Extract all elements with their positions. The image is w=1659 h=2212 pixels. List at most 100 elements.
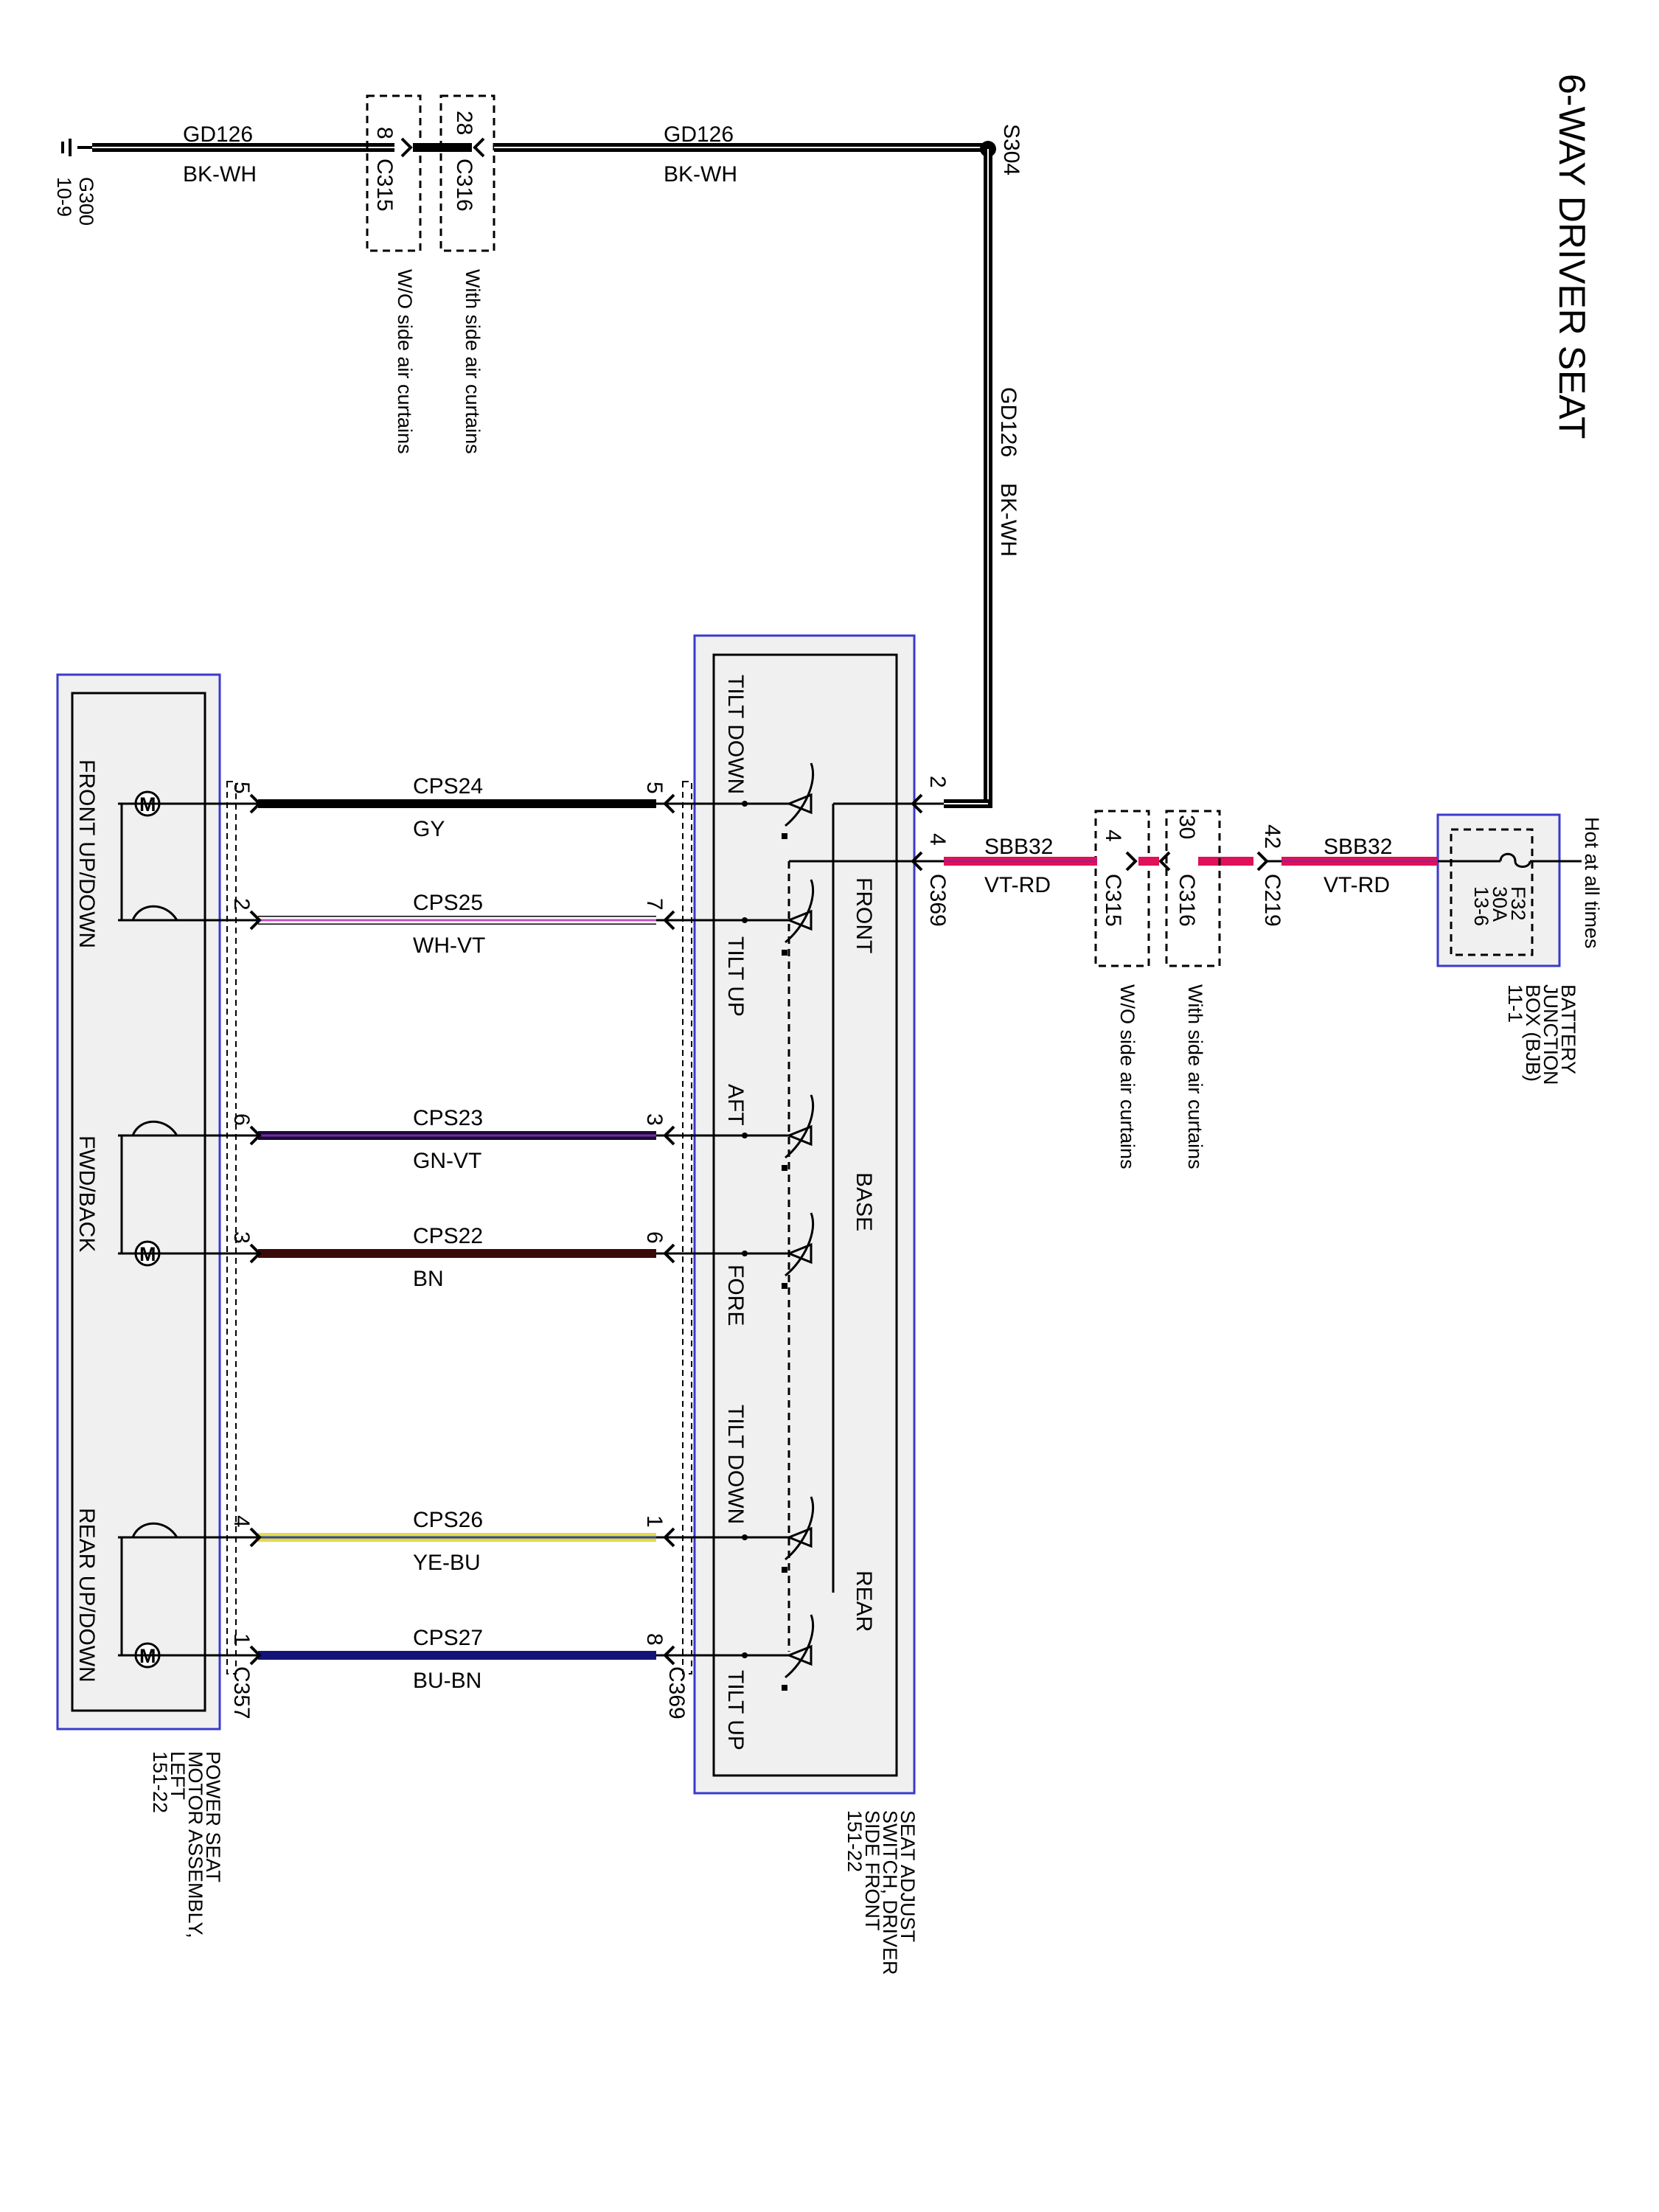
splice-name: S304 bbox=[999, 124, 1023, 175]
feed-circuit-label-2: SBB32 bbox=[984, 835, 1053, 859]
bjb-line-3: BOX (BJB) bbox=[1522, 984, 1544, 1082]
switch-connector-name: C369 bbox=[925, 874, 950, 927]
breaker-icon bbox=[131, 1522, 178, 1538]
seat-adjust-switch: 2 4 C369 TILT DOWN TILT UP AFT FORE TILT… bbox=[693, 634, 950, 1975]
c315-feed-box bbox=[1094, 810, 1150, 967]
bjb-fuse-box bbox=[1450, 828, 1534, 956]
feed-circuit-label: SBB32 bbox=[1324, 835, 1392, 859]
ground-page: 10-9 bbox=[53, 177, 75, 217]
c315-feed-note: W/O side air curtains bbox=[1116, 984, 1138, 1169]
ground-circuit-label-2: GD126 bbox=[664, 122, 734, 147]
switch-name-3: SIDE FRONT bbox=[861, 1810, 883, 1931]
motor-name-2: MOTOR ASSEMBLY, bbox=[184, 1751, 206, 1938]
c316-feed-note: With side air curtains bbox=[1184, 984, 1206, 1169]
ground-vertical-color: BK-WH bbox=[996, 483, 1020, 557]
feed-color-label-2: VT-RD bbox=[984, 873, 1051, 897]
switch-pin-icon bbox=[663, 1527, 675, 1548]
c315-top-name: C315 bbox=[372, 159, 397, 212]
bjb-line-1: BATTERY bbox=[1557, 984, 1579, 1074]
motor-label-fwd-back: FWD/BACK bbox=[74, 1135, 99, 1252]
breaker-icon bbox=[131, 1120, 178, 1136]
motor-pin-icon bbox=[249, 793, 262, 814]
wire-color-label: YE-BU bbox=[413, 1551, 481, 1575]
c316-top-name: C316 bbox=[452, 159, 476, 212]
c316-feed-name: C316 bbox=[1175, 874, 1199, 927]
c315-top-pin: 8 bbox=[372, 127, 397, 139]
c369-outline bbox=[682, 781, 692, 1674]
motor-pin-number: 6 bbox=[229, 1113, 254, 1126]
switch-pin-number: 7 bbox=[642, 898, 667, 911]
c315-top-pin-icon bbox=[400, 137, 413, 158]
motor-pin-number: 4 bbox=[229, 1515, 254, 1528]
contact-square bbox=[782, 1685, 787, 1691]
wire-color-label: WH-VT bbox=[413, 933, 485, 958]
wire-color-label: GN-VT bbox=[413, 1149, 481, 1173]
ground-vertical-circuit: GD126 bbox=[996, 387, 1020, 457]
c357-outline bbox=[226, 781, 237, 1674]
motor-name-3: LEFT bbox=[167, 1751, 189, 1800]
switch-pin-icon bbox=[663, 1243, 675, 1264]
switch-section-base: BASE bbox=[852, 1172, 876, 1231]
motor-pin-number: 5 bbox=[229, 782, 254, 794]
switch-name-2: SWITCH, DRIVER bbox=[879, 1810, 901, 1975]
contact-square bbox=[782, 1567, 787, 1573]
c315-feed-pin: 4 bbox=[1101, 830, 1125, 842]
c219-pin: 42 bbox=[1260, 824, 1284, 849]
switch-label-aft: AFT bbox=[723, 1084, 748, 1126]
switch-label-fore: FORE bbox=[723, 1265, 748, 1326]
motor-pin-icon bbox=[249, 1527, 262, 1548]
c315-top-box bbox=[366, 94, 422, 252]
motor-pin-number: 3 bbox=[229, 1231, 254, 1244]
switch-blade-icon bbox=[785, 1212, 815, 1277]
switch-blade-icon bbox=[785, 1496, 815, 1561]
switch-pin-icon bbox=[663, 910, 675, 931]
switch-pin-icon bbox=[663, 793, 675, 814]
ground-name: G300 bbox=[75, 177, 97, 226]
ground-circuit: G300 10-9 GD126 BK-WH 8 C315 28 C316 W/O… bbox=[53, 94, 1023, 808]
switch-pin-icon bbox=[663, 1125, 675, 1146]
c315-feed-pin-icon bbox=[1125, 851, 1138, 872]
motor-inner-box bbox=[71, 692, 206, 1712]
motor-outer-box bbox=[56, 673, 221, 1731]
motor-pin-icon bbox=[249, 910, 262, 931]
contact-square bbox=[782, 1283, 787, 1289]
motor-name-1: POWER SEAT bbox=[202, 1751, 224, 1882]
switch-pin-number: 5 bbox=[642, 782, 667, 794]
motor-label-rear: REAR UP/DOWN bbox=[74, 1508, 99, 1683]
c316-top-pin-icon bbox=[473, 137, 485, 158]
c219-pin-icon bbox=[1256, 851, 1269, 872]
wire-circuit-label: CPS23 bbox=[413, 1106, 483, 1130]
motor-pin-icon bbox=[249, 1645, 262, 1666]
bjb-line-4: 11-1 bbox=[1504, 984, 1526, 1023]
switch-ground-pin: 2 bbox=[925, 776, 950, 788]
switch-blade-icon bbox=[785, 762, 815, 827]
motor-pin-number: 1 bbox=[229, 1633, 254, 1646]
c316-top-note: With side air curtains bbox=[462, 269, 484, 454]
switch-outer-box bbox=[693, 634, 916, 1795]
wire-circuit-label: CPS25 bbox=[413, 891, 483, 915]
motor-assembly: MMM FRONT UP/DOWN FWD/BACK REAR UP/DOWN … bbox=[56, 673, 692, 1938]
switch-blade-icon bbox=[785, 1614, 815, 1679]
motor-connector-name: C357 bbox=[229, 1666, 254, 1719]
switch-label-tilt-up-front: TILT UP bbox=[723, 936, 748, 1017]
contact-square bbox=[782, 950, 787, 956]
contact-square bbox=[782, 833, 787, 839]
power-feed: F32 30A 13-6 Hot at all times BATTERY JU… bbox=[944, 810, 1603, 1169]
bjb-box bbox=[1436, 813, 1561, 967]
diagram-title: 6-WAY DRIVER SEAT bbox=[1551, 74, 1593, 439]
wire-color-label: BU-BN bbox=[413, 1669, 481, 1693]
wire-circuit-label: CPS22 bbox=[413, 1224, 483, 1248]
switch-pin-number: 8 bbox=[642, 1633, 667, 1646]
breaker-icon bbox=[131, 905, 178, 921]
fuse-name: F32 bbox=[1507, 886, 1529, 921]
motor-pin-icon bbox=[249, 1243, 262, 1264]
switch-power-pin: 4 bbox=[925, 833, 950, 846]
switch-blade-icon bbox=[785, 1094, 815, 1159]
switch-section-rear: REAR bbox=[852, 1571, 876, 1632]
switch-blade-icon bbox=[785, 879, 815, 944]
